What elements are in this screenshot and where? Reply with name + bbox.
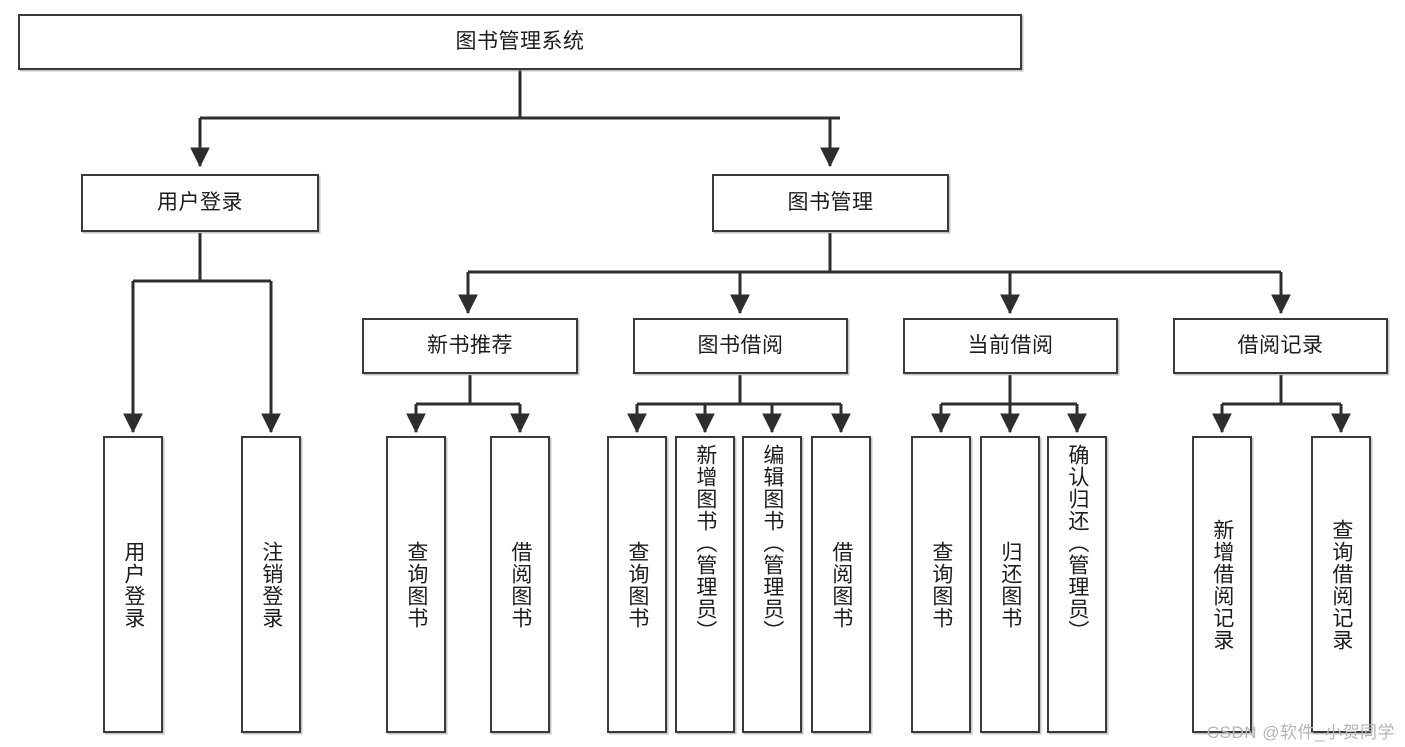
leaf-borrow-query-book[interactable]: 查询图书	[607, 436, 667, 733]
node-label: 新增借阅记录	[1210, 518, 1234, 651]
node-current-borrow[interactable]: 当前借阅	[903, 318, 1118, 374]
node-root-system[interactable]: 图书管理系统	[18, 14, 1022, 70]
leaf-records-query-record[interactable]: 查询借阅记录	[1311, 436, 1371, 733]
node-label: 当前借阅	[967, 333, 1054, 357]
node-label: 新书推荐	[427, 333, 513, 357]
leaf-recommend-query-book[interactable]: 查询图书	[386, 436, 446, 733]
node-label: 用户登录	[157, 190, 243, 214]
node-book-management[interactable]: 图书管理	[712, 174, 949, 232]
node-label: 图书管理系统	[455, 29, 585, 53]
leaf-current-query-book[interactable]: 查询图书	[911, 436, 971, 733]
leaf-records-add-record[interactable]: 新增借阅记录	[1192, 436, 1252, 733]
node-label: 编辑图书（管理员）	[760, 444, 784, 642]
leaf-recommend-borrow-book[interactable]: 借阅图书	[490, 436, 550, 733]
node-label: 归还图书	[998, 540, 1022, 629]
node-label: 新增图书（管理员）	[693, 444, 717, 642]
node-label: 借阅图书	[508, 540, 532, 629]
leaf-user-login-signout[interactable]: 注销登录	[241, 436, 301, 733]
node-book-borrow[interactable]: 图书借阅	[633, 318, 848, 374]
node-new-book-recommend[interactable]: 新书推荐	[362, 318, 578, 374]
node-label: 确认归还（管理员）	[1065, 444, 1089, 642]
leaf-borrow-borrow-book[interactable]: 借阅图书	[811, 436, 871, 733]
leaf-borrow-add-book-admin[interactable]: 新增图书（管理员）	[675, 436, 735, 733]
node-label: 查询借阅记录	[1329, 518, 1353, 651]
node-label: 查询图书	[929, 540, 953, 629]
node-label: 注销登录	[259, 540, 283, 629]
leaf-current-return-book[interactable]: 归还图书	[980, 436, 1040, 733]
node-label: 查询图书	[625, 540, 649, 629]
node-label: 图书借阅	[697, 333, 784, 357]
leaf-borrow-edit-book-admin[interactable]: 编辑图书（管理员）	[742, 436, 802, 733]
leaf-current-confirm-return-admin[interactable]: 确认归还（管理员）	[1047, 436, 1107, 733]
node-user-login[interactable]: 用户登录	[81, 174, 319, 232]
node-label: 图书管理	[787, 190, 874, 214]
node-label: 查询图书	[404, 540, 428, 629]
node-borrow-records[interactable]: 借阅记录	[1173, 318, 1388, 374]
node-label: 用户登录	[121, 540, 145, 629]
node-label: 借阅记录	[1237, 333, 1324, 357]
leaf-user-login-signin[interactable]: 用户登录	[103, 436, 163, 733]
node-label: 借阅图书	[829, 540, 853, 629]
